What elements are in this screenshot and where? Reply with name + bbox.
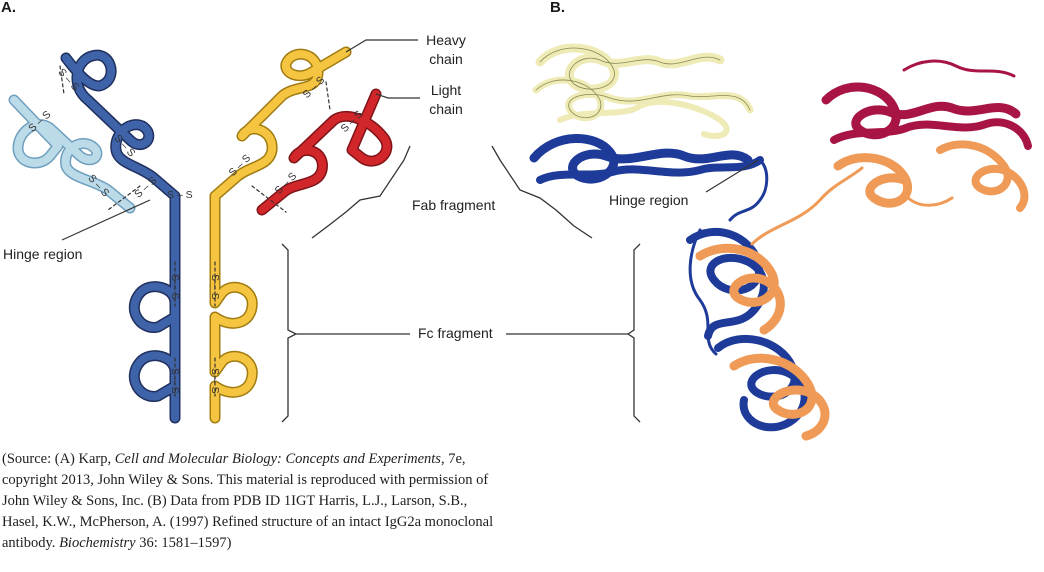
caption-journal-title: Biochemistry: [59, 535, 136, 551]
fc-fragment-label: Fc fragment: [418, 325, 493, 341]
left-heavy-chain-fill: [62, 51, 179, 422]
ribbon-edge: [539, 47, 721, 90]
ribbon-strand: [532, 76, 754, 122]
disulfide-label: S – S: [209, 368, 221, 394]
heavy-chain-label: Heavy chain: [420, 31, 472, 69]
ribbon-structure: [529, 43, 1032, 441]
ribbon-strand: [830, 118, 1032, 150]
panel-b-hinge-leader: [705, 159, 759, 193]
left-heavy-chain: [60, 49, 181, 424]
ribbon-strand: [936, 140, 1029, 212]
disulfide-label: S – S: [169, 368, 181, 394]
panel-a-label: A.: [1, 0, 16, 16]
light-chain-label: Light chain: [420, 81, 472, 119]
ribbon-strand: [714, 335, 809, 432]
hinge-region-label-b: Hinge region: [609, 192, 689, 208]
right-fab-ribbon-domain: [821, 59, 1032, 212]
panel-b-fab-bracket: [491, 145, 593, 239]
fab-fragment-label: Fab fragment: [412, 197, 496, 213]
light-chain-leader: [375, 93, 420, 99]
disulfide-label: S – S: [209, 274, 221, 300]
left-light-chain-fill: [10, 96, 134, 212]
ribbon-strand: [821, 82, 1021, 140]
caption-text-1: (Source: (A) Karp,: [2, 451, 115, 467]
hinge-region-leader: [61, 199, 151, 241]
fc-bracket-right: [626, 243, 641, 423]
hinge-region-label-a: Hinge region: [3, 246, 83, 262]
ribbon-strand: [750, 166, 864, 246]
panel-a-leaders: [61, 39, 420, 241]
ribbon-strand: [728, 158, 769, 222]
right-light-chain-fill: [258, 90, 391, 214]
light-chain-label-line-2: chain: [429, 101, 463, 117]
fc-bracket-left: [281, 243, 298, 423]
disulfide-label: S – S: [169, 274, 181, 300]
ribbon-strand: [529, 134, 753, 184]
ribbon-strand: [729, 353, 830, 441]
ribbon-strand: [536, 156, 764, 184]
right-heavy-chain: [209, 46, 352, 424]
ribbon-strand: [833, 153, 913, 208]
ribbon-strand: [904, 194, 954, 207]
light-chain-label-line-1: Light: [430, 82, 462, 98]
antibody-schematic: S – S S – S S – S S – S S – S S – S S – …: [8, 46, 393, 424]
source-caption: (Source: (A) Karp, Cell and Molecular Bi…: [2, 449, 502, 554]
caption-book-title: Cell and Molecular Biology: Concepts and…: [114, 451, 441, 467]
caption-text-2: , 7e, copyright 2013, John Wiley & Sons.…: [2, 451, 494, 551]
left-heavy-chain-outline: [60, 49, 181, 424]
fab-bracket: [311, 145, 411, 239]
disulfide-bond: [251, 185, 287, 213]
caption-text-3: 36: 1581–1597): [135, 535, 232, 551]
left-light-chain: [8, 94, 136, 214]
pale-ribbon-outline: [535, 47, 751, 119]
blue-fab-domain: [529, 134, 769, 222]
panel-b-label: B.: [550, 0, 565, 16]
ribbon-strand: [557, 98, 730, 140]
heavy-chain-label-line-2: chain: [429, 51, 463, 67]
ribbon-strand: [902, 59, 1016, 78]
right-heavy-chain-outline: [209, 46, 352, 424]
disulfide-label: S – S: [167, 189, 193, 201]
heavy-chain-leader: [345, 39, 418, 53]
ribbon-strand: [688, 228, 718, 356]
disulfide-bond: [107, 185, 141, 211]
right-heavy-chain-fill: [211, 48, 350, 422]
pale-ribbon-domain: [532, 43, 754, 140]
heavy-chain-label-line-1: Heavy: [426, 32, 466, 48]
right-light-chain: [256, 88, 393, 216]
ribbon-strand: [695, 243, 785, 335]
fc-ribbon-domain: [686, 166, 864, 441]
ribbon-edge: [535, 79, 751, 119]
disulfide-bond: [325, 81, 331, 111]
disulfide-bonds: [59, 65, 331, 397]
disulfide-bond: [59, 65, 65, 95]
